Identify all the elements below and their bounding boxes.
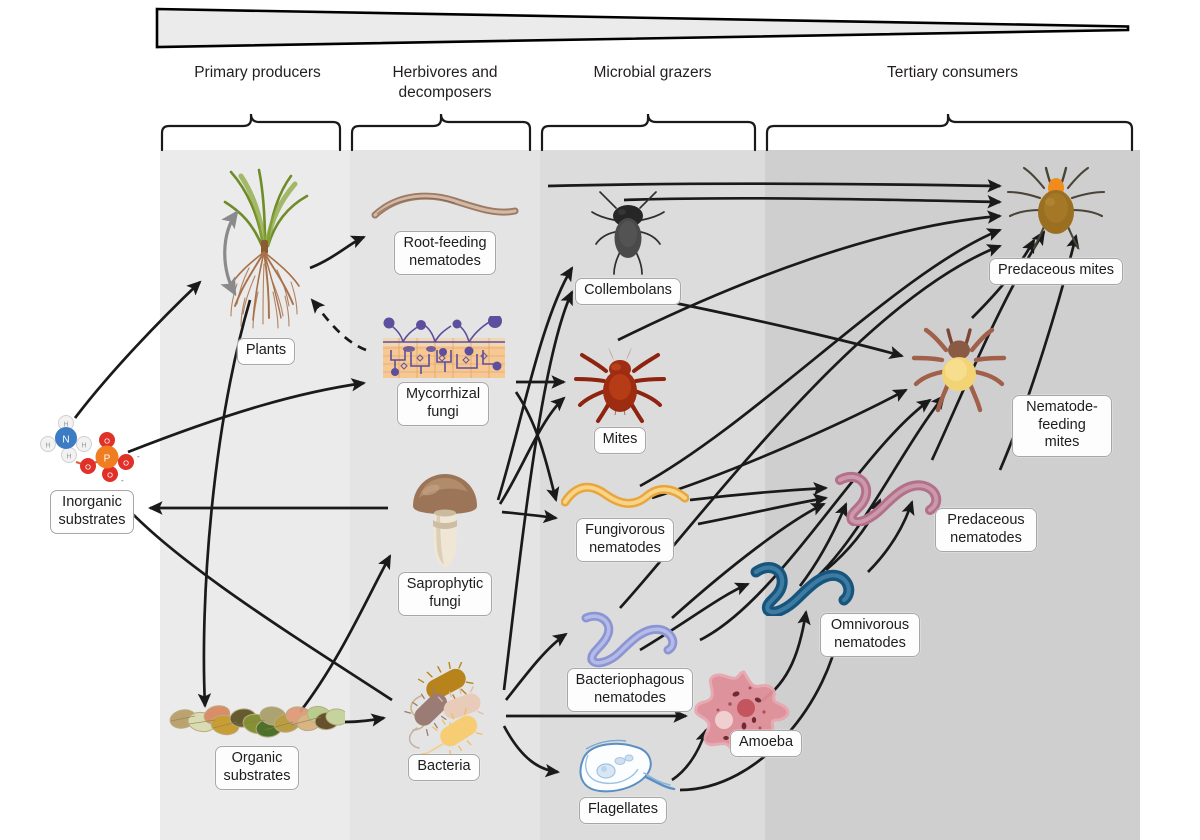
brown-nematode-icon <box>371 192 519 219</box>
node-label-nematode-feeding-mites: Nematode- feeding mites <box>1012 395 1112 458</box>
node-label-omnivorous-nematodes: Omnivorous nematodes <box>820 613 920 658</box>
group-header-tertiary-consumers: Tertiary consumers <box>887 64 1018 81</box>
svg-text:P: P <box>104 454 111 465</box>
node-label: Bacteria <box>408 754 480 781</box>
node-root-feeding-nematodes[interactable]: Root-feeding nematodes <box>370 185 520 276</box>
node-fungivorous-nematodes[interactable]: Fungivorous nematodes <box>560 480 690 563</box>
svg-text:H: H <box>81 443 86 450</box>
node-mites[interactable]: Mites <box>570 345 670 454</box>
node-label: Bacteriophagous nematodes <box>566 668 694 713</box>
svg-text:H: H <box>63 422 68 429</box>
biomass-wedge-icon <box>155 7 1130 49</box>
node-label: Inorganic substrates <box>49 490 135 535</box>
node-label: Root-feeding nematodes <box>394 231 496 276</box>
node-label: Predaceous mites <box>988 258 1124 285</box>
node-label-amoeba: Amoeba <box>730 730 802 757</box>
node-plants[interactable]: Plants <box>196 168 336 365</box>
node-label: Fungivorous nematodes <box>576 518 674 563</box>
svg-text:O: O <box>123 459 129 468</box>
svg-text:H: H <box>66 454 71 461</box>
node-organic-substrates[interactable]: Organic substrates <box>168 700 346 791</box>
node-bacteria[interactable]: Bacteria <box>388 662 500 781</box>
mycorrhiza-root-section-icon <box>383 316 505 378</box>
node-label: Organic substrates <box>214 746 300 791</box>
flagellated-rods-icon <box>404 662 484 754</box>
teal-nematode-icon <box>750 562 855 616</box>
group-header-primary-producers: Primary producers <box>194 64 321 81</box>
svg-text:-: - <box>137 452 140 461</box>
svg-text:H: H <box>45 443 50 450</box>
mushroom-icon <box>413 474 477 568</box>
node-inorganic-substrates[interactable]: N H H H H P O O O O - - Inorganic substr… <box>28 410 156 535</box>
blue-nematode-icon <box>581 611 678 668</box>
flagellate-cell-icon <box>579 739 676 793</box>
node-nematode-feeding-mites[interactable] <box>908 326 1012 414</box>
node-omnivorous-nematodes[interactable] <box>750 556 860 616</box>
node-collembolans[interactable]: Collembolans <box>575 190 681 305</box>
leaf-litter-icon <box>169 705 345 738</box>
node-label-predaceous-nematodes: Predaceous nematodes <box>935 508 1037 553</box>
node-label: Plants <box>236 338 296 365</box>
node-mycorrhizal-fungi[interactable]: Mycorrhizal fungi <box>372 316 514 427</box>
node-predaceous-nematodes[interactable] <box>830 466 950 526</box>
svg-text:O: O <box>85 463 91 472</box>
ammonium-phosphate-molecule-icon: N H H H H P O O O O - - <box>40 415 140 485</box>
node-flagellates[interactable]: Flagellates <box>563 735 683 824</box>
svg-text:O: O <box>104 437 110 446</box>
yellow-mite-icon <box>911 327 1007 413</box>
node-bacteriophagous-nematodes[interactable]: Bacteriophagous nematodes <box>560 608 700 713</box>
group-header-herbivores-decomposers: Herbivores and decomposers <box>392 64 498 102</box>
svg-text:O: O <box>107 471 113 480</box>
group-header-microbial-grazers: Microbial grazers <box>593 64 712 81</box>
node-label: Saprophytic fungi <box>397 572 493 617</box>
svg-text:-: - <box>121 476 124 485</box>
node-label: Collembolans <box>575 278 681 305</box>
node-label: Mycorrhizal fungi <box>396 382 490 427</box>
orange-nematode-icon <box>561 482 689 508</box>
node-saprophytic-fungi[interactable]: Saprophytic fungi <box>390 468 500 617</box>
mauve-nematode-icon <box>835 471 942 526</box>
node-predaceous-mites[interactable]: Predaceous mites <box>985 166 1127 285</box>
grass-plant-roots-icon <box>220 168 309 329</box>
brown-mite-icon <box>1006 166 1106 250</box>
springtail-icon <box>591 191 665 275</box>
svg-text:N: N <box>62 435 69 446</box>
node-label: Mites <box>593 427 647 454</box>
node-label: Flagellates <box>578 797 668 824</box>
red-mite-icon <box>574 347 666 423</box>
